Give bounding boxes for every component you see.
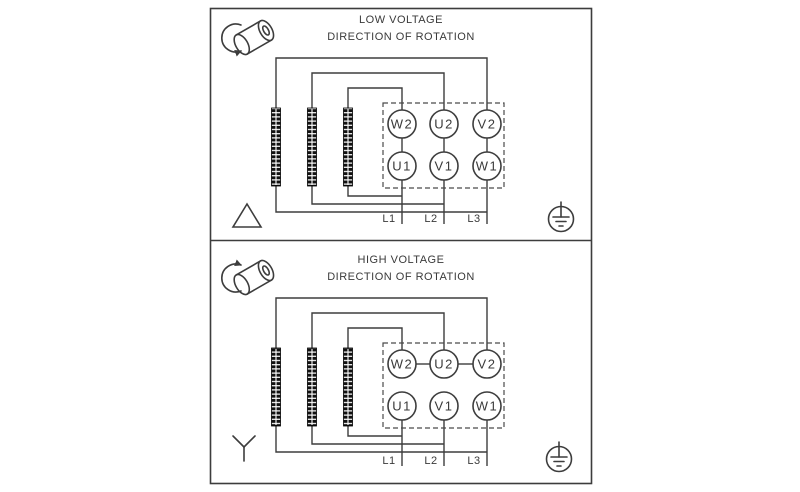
diagram-border: [209, 7, 593, 485]
terminal-v1: V1: [429, 151, 459, 181]
supply-line-label: L3: [467, 213, 480, 225]
terminal-block-outline: [382, 342, 505, 429]
terminal-u1: U1: [387, 151, 417, 181]
terminal-label: W2: [391, 117, 414, 132]
terminal-label: U2: [434, 117, 454, 132]
terminal-u2: U2: [429, 349, 459, 379]
motor-shaft-icon: [233, 259, 275, 296]
terminal-label: U2: [434, 357, 454, 372]
wiring-low-voltage: [275, 57, 488, 224]
terminal-v2: V2: [472, 109, 502, 139]
terminal-strips: [271, 107, 353, 187]
terminal-w2: W2: [387, 349, 417, 379]
supply-line-label: L1: [382, 455, 395, 467]
panel-subtitle: DIRECTION OF ROTATION: [327, 271, 475, 283]
panel-title: LOW VOLTAGE: [359, 14, 443, 26]
supply-line-label: L3: [467, 455, 480, 467]
terminal-label: V2: [478, 117, 497, 132]
supply-line-label: L2: [424, 213, 437, 225]
terminal-w1: W1: [472, 391, 502, 421]
earth-ground-icon: [547, 201, 575, 233]
terminal-block-outline: [382, 102, 505, 189]
terminal-label: V1: [435, 399, 454, 414]
motor-shaft-icon: [233, 19, 275, 56]
terminal-u1: U1: [387, 391, 417, 421]
terminal-label: W2: [391, 357, 414, 372]
supply-line-label: L2: [424, 455, 437, 467]
panel-title: HIGH VOLTAGE: [358, 254, 445, 266]
terminal-label: V1: [435, 159, 454, 174]
low-voltage-panel: LOW VOLTAGE DIRECTION OF ROTATION: [221, 14, 575, 233]
terminal-strips: [271, 347, 353, 427]
earth-ground-icon: [545, 441, 573, 473]
terminal-label: U1: [392, 159, 412, 174]
terminal-label: W1: [476, 399, 499, 414]
terminal-label: W1: [476, 159, 499, 174]
rotation-arrow-icon: [221, 259, 242, 293]
motor-rotation-icon: [221, 259, 275, 296]
high-voltage-panel: HIGH VOLTAGE DIRECTION OF ROTATION: [221, 254, 573, 473]
supply-line-label: L1: [382, 213, 395, 225]
wye-symbol-icon: [232, 435, 256, 462]
terminal-label: V2: [478, 357, 497, 372]
terminal-v2: V2: [472, 349, 502, 379]
terminal-w2: W2: [387, 109, 417, 139]
rotation-arrow-icon: [221, 23, 242, 57]
wiring-high-voltage: [275, 297, 488, 466]
panel-subtitle: DIRECTION OF ROTATION: [327, 31, 475, 43]
terminal-label: U1: [392, 399, 412, 414]
terminal-v1: V1: [429, 391, 459, 421]
terminal-w1: W1: [472, 151, 502, 181]
motor-rotation-icon: [221, 19, 275, 57]
terminal-u2: U2: [429, 109, 459, 139]
delta-symbol-icon: [231, 202, 263, 228]
